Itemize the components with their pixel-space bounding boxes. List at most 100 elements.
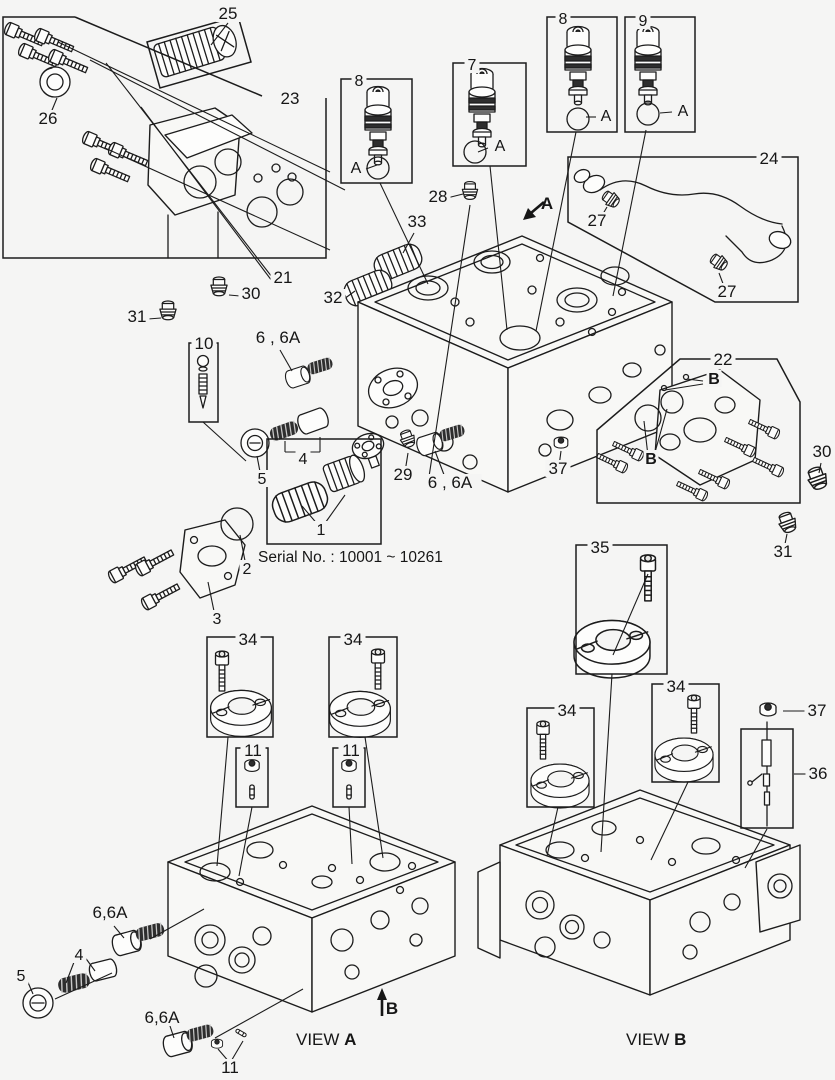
callout-box-9 [624, 16, 696, 133]
leader-line [279, 349, 293, 372]
fitting-28 [461, 180, 479, 200]
callout-1: 1 [317, 522, 326, 539]
view-a-body [167, 805, 456, 1013]
label-mask [35, 110, 61, 127]
relief-valve-cartridges [364, 25, 662, 180]
callout-box-36 [740, 728, 794, 829]
label-mask [663, 678, 689, 695]
leader-line [343, 290, 356, 300]
leader-line [364, 736, 384, 859]
callout-30: 30 [242, 284, 261, 303]
view-b-body [477, 789, 801, 996]
leader-line [744, 828, 768, 869]
label-mask [87, 904, 133, 921]
callout-37: 37 [808, 701, 827, 720]
callout-34: 34 [558, 701, 577, 720]
callout-box-1 [266, 438, 382, 545]
label-mask [770, 543, 796, 560]
label-mask [425, 188, 451, 205]
callout-25: 25 [219, 4, 238, 23]
callout-36: 36 [809, 764, 828, 783]
callout-4: 4 [299, 451, 308, 468]
callout-31: 31 [774, 542, 793, 561]
leader-line [216, 736, 229, 867]
leader-line [149, 908, 205, 940]
leader-line [612, 573, 649, 656]
callout-31: 31 [128, 307, 147, 326]
direction-arrow-b: B [377, 988, 398, 1018]
leader-line [650, 781, 689, 861]
label-mask [254, 470, 270, 487]
leader-line [659, 111, 673, 114]
callout-35: 35 [591, 538, 610, 557]
label-mask [418, 474, 482, 491]
callout-37: 37 [549, 459, 568, 478]
direction-letter-a: A [541, 194, 553, 213]
leader-line [546, 806, 559, 857]
label-mask [238, 285, 264, 302]
leader-line [489, 165, 508, 331]
main-valve-body [357, 235, 673, 493]
serial-note: Serial No. : 10001 ~ 10261 [258, 549, 443, 566]
callout-11: 11 [221, 1058, 239, 1077]
fittings-30-31-left [159, 276, 228, 321]
callout-A: A [495, 138, 506, 155]
label-mask [338, 742, 364, 759]
label-mask [756, 150, 782, 167]
label-mask [710, 351, 736, 368]
leader-line [477, 147, 489, 153]
leader-line [202, 421, 247, 462]
leader-line [228, 294, 241, 297]
callout-box-22 [596, 358, 801, 504]
label-mask [351, 72, 367, 89]
leader-line [104, 147, 331, 251]
callout-27: 27 [588, 211, 607, 230]
check-valve-10 [196, 354, 210, 409]
callout-9: 9 [639, 13, 648, 30]
label-mask [71, 946, 87, 963]
label-mask [390, 466, 416, 483]
callout-4: 4 [75, 947, 84, 964]
leader-line [322, 494, 346, 527]
orifice-plugs-11 [244, 759, 357, 800]
label-mask [295, 450, 311, 467]
view-a-caption: VIEW A [296, 1030, 356, 1049]
callout-32: 32 [324, 288, 343, 307]
callout-29: 29 [394, 465, 413, 484]
callout-66A: 6,6A [145, 1008, 181, 1027]
pipe-assembly-24 [573, 168, 792, 274]
callout-34: 34 [667, 677, 686, 696]
label-mask [320, 289, 346, 306]
leader-line [54, 972, 113, 1000]
leader-line [57, 41, 331, 173]
label-mask [584, 212, 610, 229]
callout-27: 27 [718, 282, 737, 301]
callout-66A: 6,6A [93, 903, 129, 922]
leader-line [238, 806, 253, 877]
callout-33: 33 [408, 212, 427, 231]
leader-line [686, 378, 704, 382]
callout-23: 23 [281, 89, 300, 108]
callout-26: 26 [39, 109, 58, 128]
label-mask [464, 56, 480, 73]
callout-21: 21 [274, 268, 293, 287]
callout-7: 7 [468, 57, 477, 74]
label-mask [209, 610, 225, 627]
callout-3: 3 [213, 611, 222, 628]
label-mask [246, 329, 310, 346]
label-mask [215, 5, 241, 22]
label-mask [643, 450, 659, 467]
direction-arrow-a: A [523, 194, 553, 220]
leader-line [89, 59, 346, 191]
label-mask [404, 213, 430, 230]
label-mask [598, 107, 614, 124]
bottom-left-parts [22, 921, 248, 1059]
label-mask [13, 967, 29, 984]
label-mask [270, 269, 296, 286]
label-mask [139, 1009, 185, 1026]
label-mask [805, 765, 831, 782]
leader-line [664, 383, 704, 391]
